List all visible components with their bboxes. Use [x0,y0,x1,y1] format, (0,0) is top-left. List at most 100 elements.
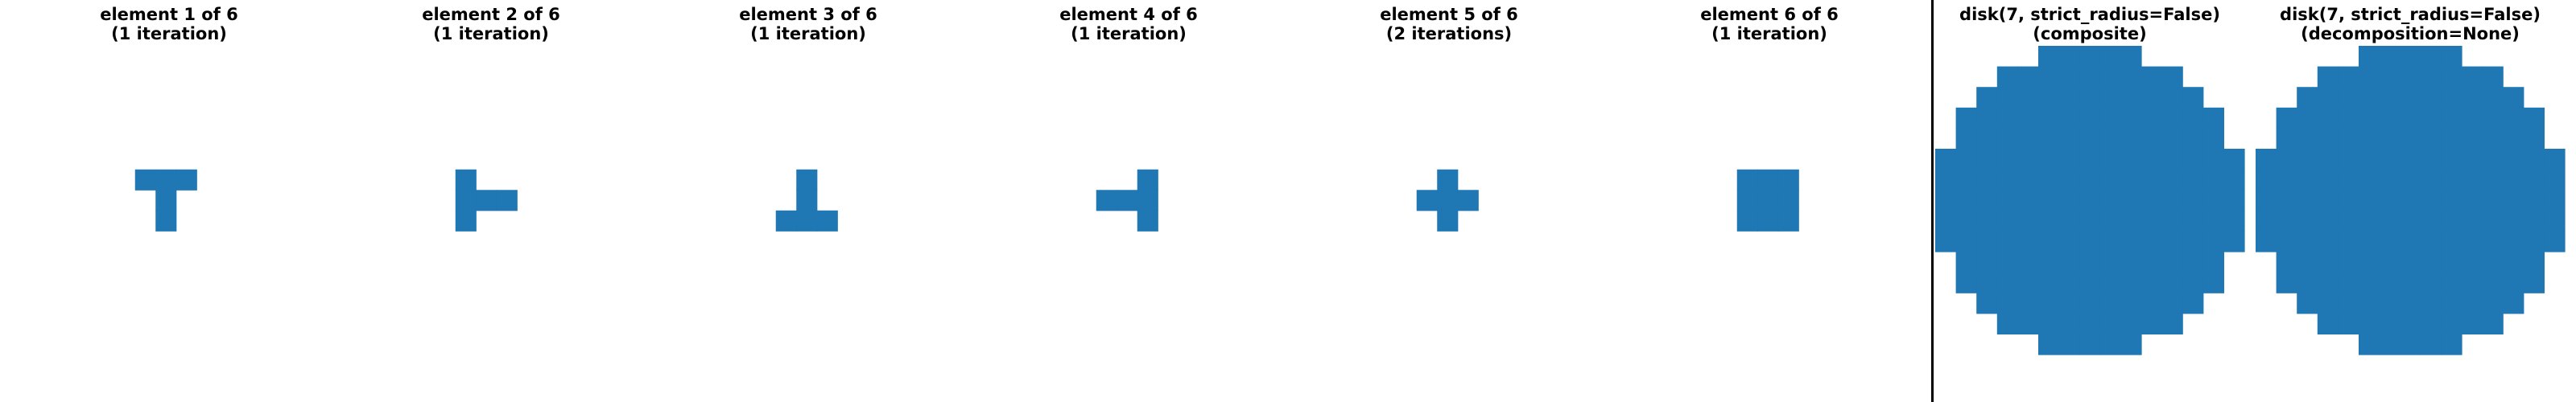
element-cell [2338,149,2359,170]
element-cell [2038,210,2060,232]
element-cell [2120,293,2142,314]
element-cell [2079,313,2101,334]
element-cell [2400,252,2421,273]
panel-title-line-2: (composite) [2033,24,2147,43]
element-cell [2359,66,2380,88]
element-cell [2297,252,2318,273]
element-cell [2038,313,2060,334]
element-cell [2058,334,2080,355]
element-cell [1736,190,1758,211]
element-cell [2482,210,2504,232]
element-cell [2462,128,2483,150]
element-cell [2161,293,2183,314]
element-cell [2120,252,2142,273]
element-cell [2379,190,2401,211]
element-cell [2400,210,2421,232]
element-cell [1976,252,1998,273]
element-cell [2379,169,2401,191]
element-cell [2297,210,2318,232]
element-cell [1096,190,1117,211]
element-cell [796,210,818,232]
element-cell [2223,190,2245,211]
element-cell [2058,293,2080,314]
element-cell [2079,293,2101,314]
element-cell [2400,231,2421,252]
element-cell [2359,272,2380,293]
element-cell [2256,231,2277,252]
element-cell [2317,252,2339,273]
element-cell [2223,149,2245,170]
element-cell [2276,231,2297,252]
element-cell [2379,272,2401,293]
element-cell [1996,128,2018,150]
element-cell [2462,252,2483,273]
element-cell [2141,107,2163,129]
element-cell [2038,190,2060,211]
element-cell [2141,149,2163,170]
element-cell [2161,210,2183,232]
element-cell [2297,293,2318,314]
element-cell [2120,334,2142,355]
element-cell [1955,107,1977,129]
element-cell [2276,128,2297,150]
element-cell [1437,190,1459,211]
element-cell [1976,272,1998,293]
element-cell [2523,128,2545,150]
element-cell [1777,190,1799,211]
element-cell [2256,190,2277,211]
element-cell [2161,190,2183,211]
element-cell [2400,46,2421,68]
element-cell [134,169,156,191]
element-cell [816,210,838,232]
element-cell [2359,128,2380,150]
element-cell [2420,46,2442,68]
element-cell [1117,190,1138,211]
element-cell [2482,272,2504,293]
element-cell [2338,210,2359,232]
element-cell [2161,231,2183,252]
element-cell [2058,272,2080,293]
element-cell [2359,190,2380,211]
element-cell [2099,66,2121,88]
element-cell [2058,46,2080,68]
element-cell [2482,313,2504,334]
panel-title-line-2: (1 iteration) [1711,24,1827,43]
panel-title-line-2: (2 iterations) [1385,24,1513,43]
panel-title-line-1: element 4 of 6 [1059,5,1198,24]
element-cell [2276,169,2297,191]
element-cell [2441,107,2462,129]
panel-title-line-2: (1 iteration) [433,24,549,43]
element-cell [155,210,177,232]
element-cell [2038,252,2060,273]
element-cell [1935,169,1957,191]
element-cell [2256,149,2277,170]
element-cell [2359,252,2380,273]
element-cell [1955,149,1977,170]
element-cell [2276,107,2297,129]
element-cell [2462,231,2483,252]
element-cell [1996,313,2018,334]
element-cell [2017,128,2039,150]
element-cell [2017,231,2039,252]
element-cell [2202,190,2224,211]
element-cell [2482,107,2504,129]
element-cell [2017,169,2039,191]
element-cell [455,190,477,211]
element-cell [2038,293,2060,314]
element-cell [2420,149,2442,170]
element-cell [2038,334,2060,355]
element-cell [2141,87,2163,109]
element-cell [2420,169,2442,191]
element-cell [2400,313,2421,334]
element-cell [2079,210,2101,232]
element-cell [2441,149,2462,170]
element-cell [476,190,497,211]
element-cell [2462,149,2483,170]
element-cell [1935,210,1957,232]
element-cell [2079,87,2101,109]
element-cell [2441,293,2462,314]
element-cell [2058,128,2080,150]
element-cell [2182,107,2204,129]
element-cell [2503,149,2524,170]
element-cell [2099,149,2121,170]
